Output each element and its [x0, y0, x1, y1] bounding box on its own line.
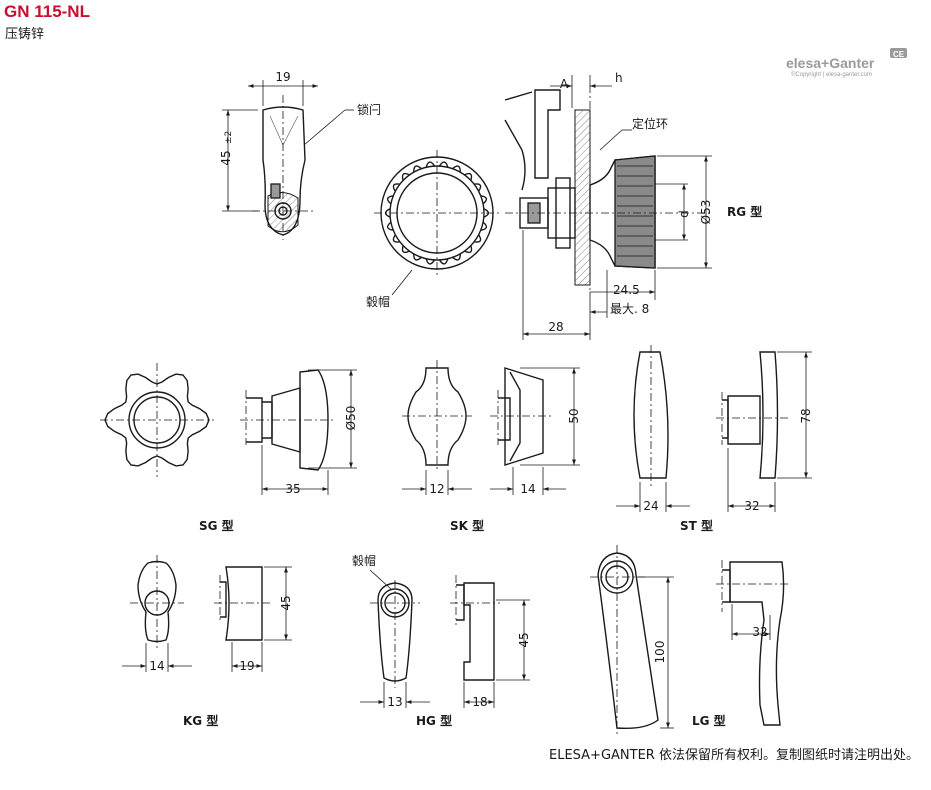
- hg-depth-dim: 18: [472, 695, 487, 709]
- rg-length-dim: 45: [219, 150, 233, 165]
- hg-height-dim: 45: [517, 632, 531, 647]
- hg-hub-label: 毂帽: [352, 553, 376, 568]
- sg-dia-dim: Ø50: [344, 406, 358, 431]
- lg-depth-dim: 32: [752, 625, 767, 639]
- knurl-tooth: [438, 161, 449, 168]
- rg-d-dim: d: [677, 210, 691, 218]
- knurl-tooth: [386, 221, 394, 231]
- knurl-tooth: [413, 253, 422, 261]
- st-width-dim: 24: [643, 499, 658, 513]
- rg-latch-label: 锁闩: [357, 102, 381, 117]
- rg-max-dim: 最大. 8: [610, 302, 649, 316]
- rg-section-view: A h 定位环 d Ø53 RG 型 24.5 最大. 8 28: [504, 71, 762, 340]
- knurl-tooth: [392, 234, 401, 243]
- st-height-dim: 78: [799, 408, 813, 423]
- knurl-tooth: [401, 245, 410, 254]
- kg-height-dim: 45: [279, 595, 293, 610]
- knurl-tooth: [401, 172, 410, 181]
- knurl-tooth: [473, 234, 482, 243]
- sg-type-label: SG 型: [199, 518, 234, 533]
- rg-width-dim: 19: [275, 70, 290, 84]
- logo-brand: elesa+Ganter: [786, 55, 875, 71]
- rg-shift-dim: 24.5: [613, 283, 640, 297]
- st-type-label: ST 型: [680, 518, 713, 533]
- st-depth-dim: 32: [744, 499, 759, 513]
- knurl-tooth: [425, 258, 436, 265]
- rg-ring-label: 定位环: [632, 116, 668, 131]
- elesa-ganter-logo: elesa+Ganter ©Copyright | elesa-ganter.c…: [786, 48, 907, 78]
- lg-type-label: LG 型: [692, 713, 726, 728]
- knurl-tooth: [473, 183, 482, 192]
- sk-views: 12 50 14 SK 型: [402, 360, 581, 533]
- rg-dia-dim: Ø53: [699, 200, 713, 225]
- knurl-tooth: [452, 165, 461, 173]
- knurl-tooth: [392, 183, 401, 192]
- sk-depth-dim: 14: [520, 482, 535, 496]
- material-label: 压铸锌: [5, 27, 45, 42]
- knurl-tooth: [438, 258, 449, 265]
- knurl-tooth: [464, 245, 473, 254]
- knurl-tooth: [480, 195, 488, 205]
- kg-width-dim: 14: [149, 659, 164, 673]
- rg-h-dim: h: [615, 71, 623, 85]
- hg-views: 毂帽 13 45 18 HG 型: [352, 553, 531, 728]
- hg-width-dim: 13: [387, 695, 402, 709]
- rg-hub-label: 毂帽: [366, 294, 390, 309]
- sk-height-dim: 50: [567, 408, 581, 423]
- logo-copyright: ©Copyright | elesa-ganter.com: [791, 71, 872, 78]
- knurl-tooth: [413, 165, 422, 173]
- hg-type-label: HG 型: [416, 713, 452, 728]
- st-views: 24 78 32 ST 型: [616, 345, 813, 533]
- rg-tolerance: ±2: [224, 131, 234, 144]
- kg-depth-dim: 19: [239, 659, 254, 673]
- rg-depth-dim: 28: [548, 320, 563, 334]
- rg-a-dim: A: [560, 77, 569, 91]
- rg-cap-view: 毂帽: [366, 150, 500, 309]
- lg-views: 100 32 LG 型: [590, 545, 790, 735]
- rg-latch-view: 19 45 ±2 锁闩: [219, 70, 381, 240]
- logo-mark: CE: [893, 50, 905, 59]
- knurl-tooth: [452, 253, 461, 261]
- lg-height-dim: 100: [653, 641, 667, 664]
- kg-views: 14 45 19 KG 型: [122, 555, 293, 728]
- knurl-tooth: [425, 161, 436, 168]
- knurl-tooth: [464, 172, 473, 181]
- sk-width-dim: 12: [429, 482, 444, 496]
- sk-type-label: SK 型: [450, 518, 484, 533]
- sg-views: Ø50 35 SG 型: [100, 363, 358, 533]
- kg-type-label: KG 型: [183, 713, 218, 728]
- knurl-tooth: [386, 195, 394, 205]
- rg-type-label: RG 型: [727, 204, 762, 219]
- product-code: GN 115-NL: [4, 2, 90, 21]
- copyright-notice: ELESA+GANTER 依法保留所有权利。复制图纸时请注明出处。: [549, 748, 919, 763]
- sg-depth-dim: 35: [285, 482, 300, 496]
- knurl-tooth: [480, 221, 488, 231]
